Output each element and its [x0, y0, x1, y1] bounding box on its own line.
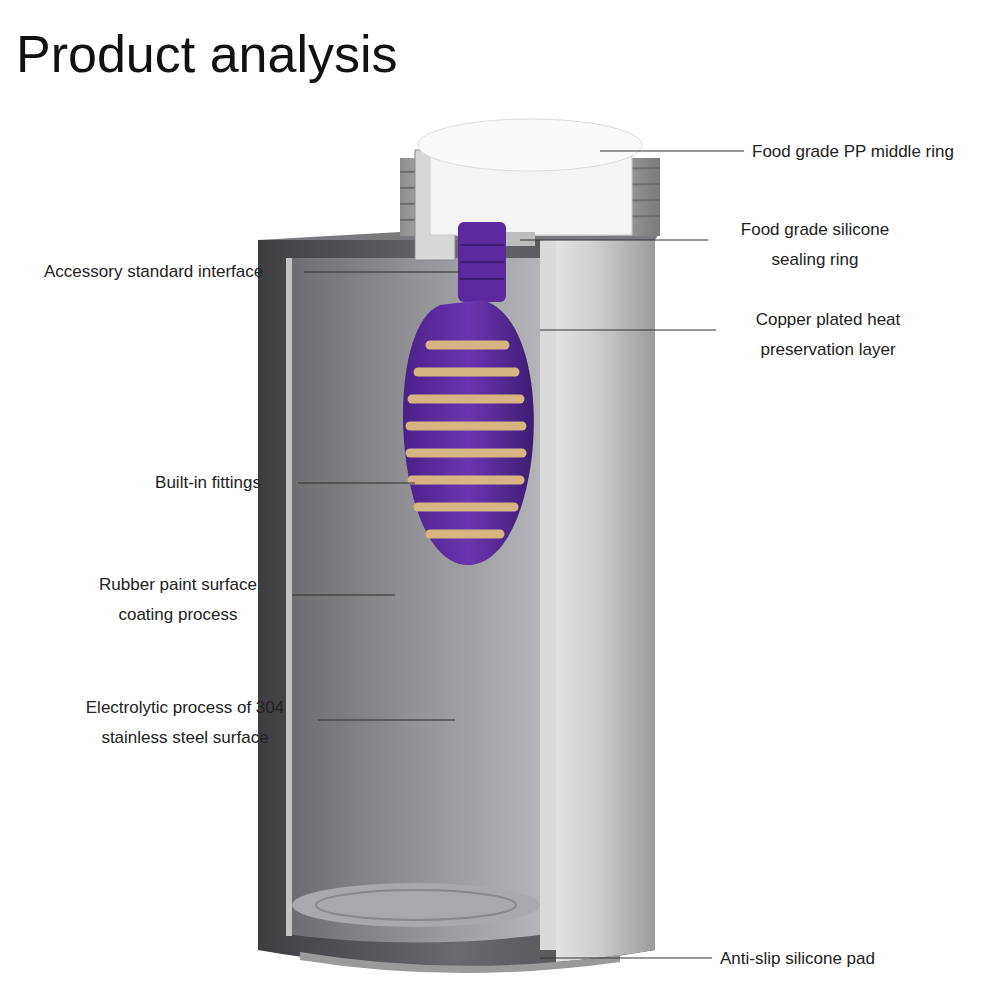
part-label: Electrolytic process of 304 stainless st…	[60, 693, 310, 753]
part-label: Built-in fittings	[123, 468, 293, 498]
bottle-floor-ring	[316, 890, 516, 920]
sealing-ring	[505, 232, 535, 246]
cut-face	[540, 240, 556, 950]
bottle-floor	[292, 883, 540, 927]
part-label: Accessory standard interface	[44, 257, 263, 287]
bottle-body	[258, 240, 655, 968]
infuser-ball	[403, 300, 534, 565]
page-title: Product analysis	[16, 22, 398, 86]
part-label: Copper plated heat preservation layer	[723, 305, 933, 365]
part-label: Rubber paint surface coating process	[73, 570, 283, 630]
ring-top	[418, 119, 642, 171]
inner-wall	[556, 240, 655, 962]
part-label: Food grade PP middle ring	[752, 137, 954, 167]
leader-lines	[292, 151, 744, 958]
bottle-interior	[292, 258, 540, 943]
part-label: Anti-slip silicone pad	[720, 944, 875, 974]
part-label: Food grade silicone sealing ring	[715, 215, 915, 275]
wall-edge	[286, 258, 292, 936]
infuser-slots	[410, 345, 522, 534]
infuser-neck-ribs	[460, 245, 504, 279]
infuser-neck	[458, 222, 506, 302]
anti-slip-pad	[300, 952, 620, 973]
